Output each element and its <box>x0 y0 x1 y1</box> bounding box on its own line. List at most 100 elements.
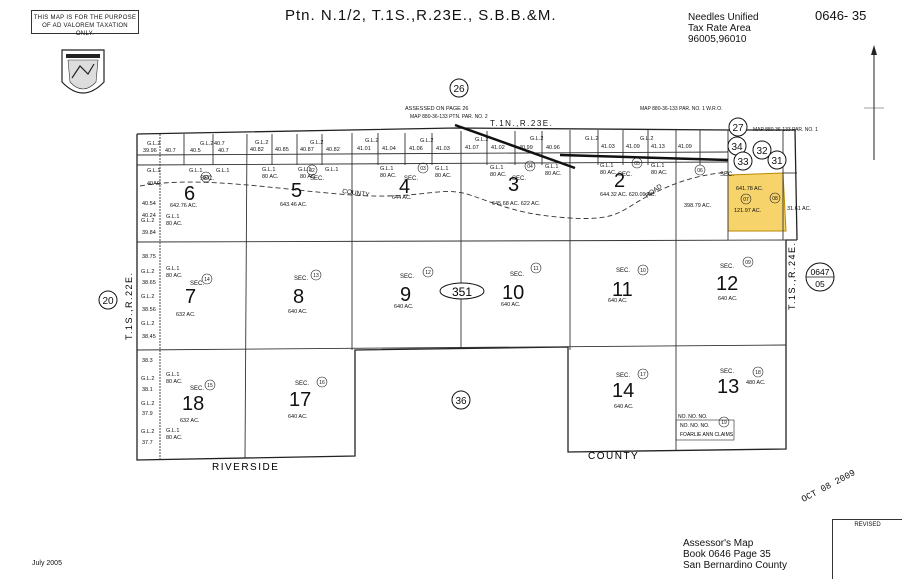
assessor-info: Assessor's Map Book 0646 Page 35 San Ber… <box>683 538 787 571</box>
svg-text:40.96: 40.96 <box>546 145 560 151</box>
railroad <box>454 123 729 170</box>
svg-text:644 AC.: 644 AC. <box>392 195 412 201</box>
svg-text:80 AC.: 80 AC. <box>166 221 183 227</box>
district-codes: 96005,96010 <box>688 34 747 45</box>
svg-text:ASSESSED ON PAGE 26: ASSESSED ON PAGE 26 <box>405 106 468 112</box>
svg-text:G.L.2: G.L.2 <box>310 140 323 146</box>
svg-text:20: 20 <box>102 296 114 307</box>
district-area: Tax Rate Area <box>688 23 751 34</box>
county-road <box>139 171 729 219</box>
section-9: 9 <box>400 284 411 306</box>
svg-text:06: 06 <box>697 168 703 174</box>
svg-text:80 AC.: 80 AC. <box>166 379 183 385</box>
svg-text:G.L.2: G.L.2 <box>585 136 598 142</box>
svg-text:G.L.1: G.L.1 <box>166 266 179 272</box>
svg-text:G.L.1: G.L.1 <box>600 163 613 169</box>
svg-text:14: 14 <box>204 277 210 283</box>
svg-text:641.78 AC.: 641.78 AC. <box>736 186 764 192</box>
adjacent-map-ref[interactable]: 0647 05 <box>805 262 835 292</box>
svg-text:644.32 AC. 620.09 AC.: 644.32 AC. 620.09 AC. <box>600 192 656 198</box>
svg-text:632 AC.: 632 AC. <box>176 312 196 318</box>
svg-text:02: 02 <box>309 168 315 174</box>
svg-text:38.1: 38.1 <box>142 387 153 393</box>
svg-text:398.79 AC.: 398.79 AC. <box>684 203 712 209</box>
svg-text:G.L.2: G.L.2 <box>255 140 268 146</box>
svg-text:645.68 AC. 622 AC.: 645.68 AC. 622 AC. <box>492 201 541 207</box>
svg-text:SEC.: SEC. <box>404 176 418 182</box>
svg-text:MAP 880-36-133 PTN. PAR. NO. 2: MAP 880-36-133 PTN. PAR. NO. 2 <box>410 114 488 120</box>
revised-box: REVISED <box>832 519 902 579</box>
svg-text:38.56: 38.56 <box>142 307 156 313</box>
svg-text:G.L.2: G.L.2 <box>141 321 154 327</box>
svg-text:COUNTY: COUNTY <box>342 188 371 199</box>
svg-text:640 AC.: 640 AC. <box>608 298 628 304</box>
svg-text:G.L.1: G.L.1 <box>166 214 179 220</box>
svg-text:G.L.2: G.L.2 <box>141 401 154 407</box>
svg-text:640 AC.: 640 AC. <box>718 296 738 302</box>
svg-text:05: 05 <box>634 161 640 167</box>
svg-text:G.L.2: G.L.2 <box>141 218 154 224</box>
svg-text:SEC.: SEC. <box>190 281 204 287</box>
svg-text:40.82: 40.82 <box>250 147 264 153</box>
svg-text:G.L.2: G.L.2 <box>420 138 433 144</box>
mining-claims: NO. NO. NO. NO. NO. NO. FOARLIE ANN CLAI… <box>675 414 735 441</box>
svg-text:643.46 AC.: 643.46 AC. <box>280 202 308 208</box>
svg-text:G.L.1: G.L.1 <box>325 167 338 173</box>
section-17: 17 <box>289 389 311 411</box>
svg-text:632 AC.: 632 AC. <box>180 418 200 424</box>
svg-text:NO. NO. NO.: NO. NO. NO. <box>678 414 707 420</box>
acreage-labels: 642.76 AC. 643.46 AC. 644 AC. 645.68 AC.… <box>170 186 812 424</box>
section-6: 6 <box>184 183 195 205</box>
svg-text:G.L.1: G.L.1 <box>166 428 179 434</box>
svg-text:G.L.1: G.L.1 <box>435 166 448 172</box>
svg-text:640 AC.: 640 AC. <box>288 414 308 420</box>
svg-text:G.L.2: G.L.2 <box>141 429 154 435</box>
svg-text:12: 12 <box>425 270 431 276</box>
svg-text:40.7: 40.7 <box>218 148 229 154</box>
svg-text:NO. NO. NO.: NO. NO. NO. <box>680 423 709 429</box>
svg-text:34: 34 <box>731 142 743 153</box>
svg-text:37.7: 37.7 <box>142 440 153 446</box>
svg-text:40.7: 40.7 <box>165 148 176 154</box>
highlighted-parcel-07[interactable] <box>727 172 787 232</box>
svg-text:80 AC.: 80 AC. <box>166 435 183 441</box>
section-7: 7 <box>185 286 196 308</box>
svg-text:G.L.1: G.L.1 <box>490 165 503 171</box>
svg-text:40.54: 40.54 <box>142 201 156 207</box>
svg-text:15: 15 <box>207 383 213 389</box>
svg-text:G.L.2: G.L.2 <box>640 136 653 142</box>
svg-text:G.L.2: G.L.2 <box>365 138 378 144</box>
svg-text:SEC.: SEC. <box>720 264 734 270</box>
svg-text:640 AC.: 640 AC. <box>394 304 414 310</box>
svg-text:41.09: 41.09 <box>626 144 640 150</box>
svg-text:SEC.: SEC. <box>190 386 204 392</box>
section-labels: SEC. SEC. SEC. SEC. SEC. SEC. SEC. SEC. … <box>190 172 734 392</box>
svg-text:MAP 880-36-133 PAR. NO. 1: MAP 880-36-133 PAR. NO. 1 <box>753 127 818 133</box>
sec-label: SEC. <box>200 176 214 182</box>
svg-text:39.96: 39.96 <box>143 148 157 154</box>
svg-text:18: 18 <box>755 370 761 376</box>
north-arrow-icon <box>864 45 884 160</box>
svg-text:31: 31 <box>771 156 783 167</box>
svg-text:40AC.: 40AC. <box>147 181 163 187</box>
svg-text:SEC.: SEC. <box>616 373 630 379</box>
svg-text:80 AC.: 80 AC. <box>380 173 397 179</box>
svg-text:10: 10 <box>640 268 646 274</box>
svg-text:G.L.1: G.L.1 <box>147 168 160 174</box>
svg-text:80 AC.: 80 AC. <box>600 170 617 176</box>
svg-text:41.02: 41.02 <box>491 145 505 151</box>
assessor-line-3: San Bernardino County <box>683 560 787 571</box>
parcel-numbers: 03 02 03 04 05 06 07 08 14 13 12 11 10 0… <box>203 161 778 426</box>
svg-text:480 AC.: 480 AC. <box>746 380 766 386</box>
district-name: Needles Unified <box>688 12 759 23</box>
section-5: 5 <box>291 180 302 202</box>
parcel-circles <box>200 157 781 428</box>
svg-text:40.5: 40.5 <box>190 148 201 154</box>
svg-text:G.L.1: G.L.1 <box>166 372 179 378</box>
svg-text:80 AC.: 80 AC. <box>490 172 507 178</box>
section-12: 12 <box>716 273 738 295</box>
section-10: 10 <box>502 282 524 304</box>
svg-text:17: 17 <box>640 372 646 378</box>
svg-text:40.24: 40.24 <box>142 213 156 219</box>
svg-text:03: 03 <box>420 166 426 172</box>
